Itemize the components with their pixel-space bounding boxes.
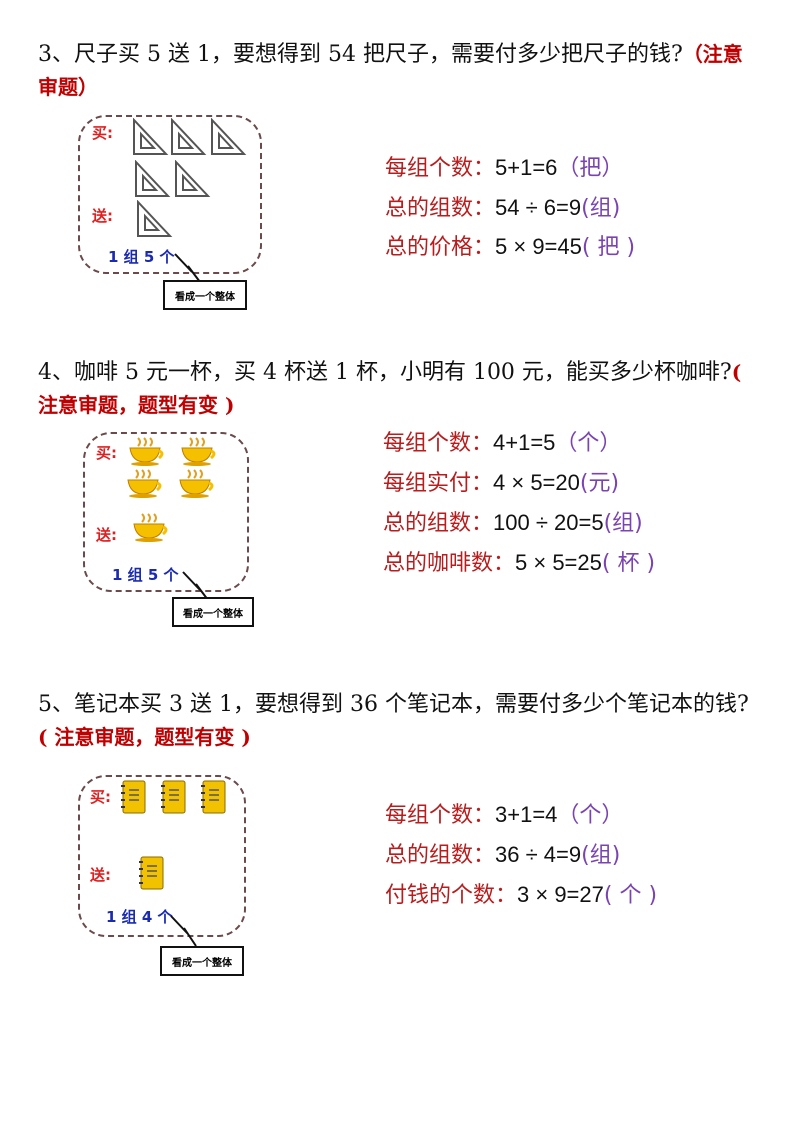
callout-box: 看成一个整体 [160, 946, 244, 976]
buy-label: 买: [92, 124, 113, 142]
formula-row: 总的咖啡数：5 × 5=25( 杯 ) [383, 550, 656, 576]
group-label: 1 组 5 个 [108, 248, 175, 266]
callout-box: 看成一个整体 [163, 280, 247, 310]
notebook-icon [160, 780, 188, 820]
buy-label: 买: [90, 788, 111, 806]
formula-row: 每组个数：3+1=4（个） [385, 802, 624, 828]
question-text: 5、笔记本买 3 送 1，要想得到 36 个笔记本，需要付多少个笔记本的钱? [38, 692, 749, 717]
ruler-triangle-icon [134, 159, 172, 204]
ruler-triangle-icon [136, 199, 174, 244]
ruler-triangle-icon [174, 159, 212, 204]
group-label: 1 组 5 个 [112, 566, 179, 584]
callout-tail [182, 571, 209, 601]
problem-5-question: 5、笔记本买 3 送 1，要想得到 36 个笔记本，需要付多少个笔记本的钱? ( … [38, 688, 758, 754]
note-text: ( 注意审题，题型有变 ) [38, 725, 251, 749]
notebook-icon [138, 856, 166, 896]
coffee-cup-icon [128, 436, 168, 472]
coffee-cup-icon [126, 468, 166, 504]
coffee-cup-icon [132, 512, 172, 548]
coffee-cup-icon [178, 468, 218, 504]
formula-row: 每组个数：4+1=5（个） [383, 430, 622, 456]
buy-label: 买: [96, 444, 117, 462]
callout-tail [170, 915, 197, 947]
callout-box: 看成一个整体 [172, 597, 254, 627]
diagram-box [83, 432, 249, 592]
note-text: （注意审题） [38, 42, 743, 99]
problem-4-question: 4、咖啡 5 元一杯，买 4 杯送 1 杯，小明有 100 元，能买多少杯咖啡?… [38, 356, 758, 422]
diagram-box [78, 115, 262, 274]
formula-row: 付钱的个数：3 × 9=27( 个 ) [385, 882, 658, 908]
gift-label: 送: [96, 526, 117, 544]
formula-row: 总的组数：100 ÷ 20=5(组) [383, 510, 643, 536]
callout-tail [174, 253, 201, 283]
diagram-box [78, 775, 246, 937]
problem-3-question: 3、尺子买 5 送 1，要想得到 54 把尺子，需要付多少把尺子的钱?（注意审题… [38, 38, 758, 104]
formula-row: 总的价格：5 × 9=45( 把 ) [385, 234, 636, 260]
note-text: ( 注意审题，题型有变 ) [38, 360, 742, 417]
coffee-cup-icon [180, 436, 220, 472]
group-label: 1 组 4 个 [106, 908, 173, 926]
question-text: 3、尺子买 5 送 1，要想得到 54 把尺子，需要付多少把尺子的钱? [38, 42, 683, 67]
question-text: 4、咖啡 5 元一杯，买 4 杯送 1 杯，小明有 100 元，能买多少杯咖啡? [38, 360, 732, 385]
gift-label: 送: [92, 207, 113, 225]
formula-row: 总的组数：54 ÷ 6=9(组) [385, 195, 621, 221]
ruler-triangle-icon [170, 117, 208, 162]
gift-label: 送: [90, 866, 111, 884]
ruler-triangle-icon [210, 117, 248, 162]
formula-row: 总的组数：36 ÷ 4=9(组) [385, 842, 621, 868]
formula-row: 每组个数：5+1=6（把） [385, 155, 624, 181]
notebook-icon [200, 780, 228, 820]
formula-row: 每组实付：4 × 5=20(元) [383, 470, 620, 496]
ruler-triangle-icon [132, 117, 170, 162]
notebook-icon [120, 780, 148, 820]
